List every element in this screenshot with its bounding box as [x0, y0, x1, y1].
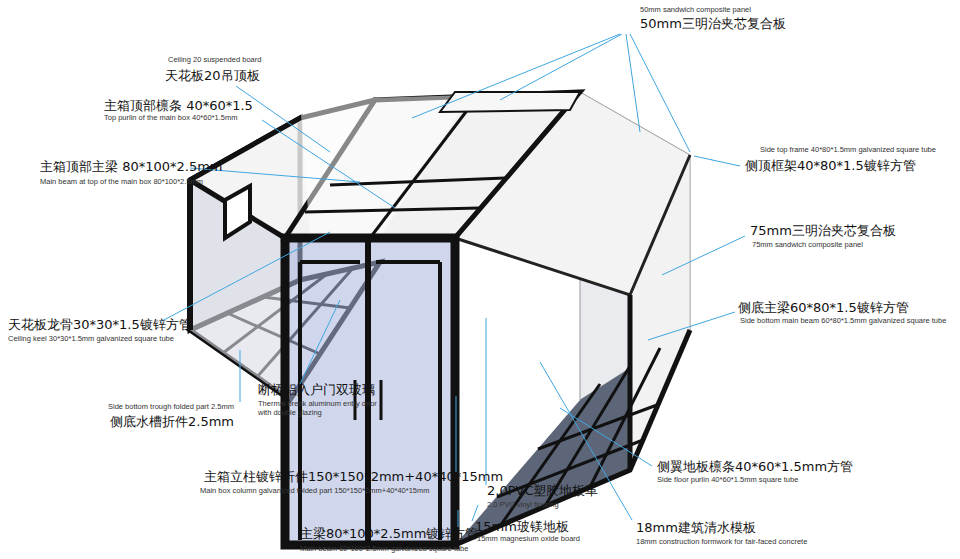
callout-label-en: 2.0 PVC vinyl flooring	[487, 501, 559, 510]
callout-label-en: Main beam 80*100*2.5mm galvanized square…	[300, 545, 468, 554]
callout-label: 侧顶框架40*80*1.5镀锌方管	[745, 159, 916, 174]
callout-label-en: Thermal break aluminum entry door with d…	[258, 400, 378, 417]
callout-label: 断桥铝入户门双玻璃	[258, 383, 375, 398]
callout-label-en: Main box column galvanized folded part 1…	[200, 487, 430, 496]
callout-label-en: 75mm sandwich composite panel	[752, 241, 863, 250]
callout-label-en: Top purlin of the main box 40*60*1.5mm	[104, 114, 237, 123]
callout-label: 2.0PVC塑胶地板革	[487, 484, 598, 499]
callout-label-en: 50mm sandwich composite panel	[640, 6, 751, 15]
callout-label: 75mm三明治夹芯复合板	[750, 224, 896, 239]
callout-label-en: Side bottom trough folded part 2.5mm	[108, 403, 234, 412]
callout-label: 侧翼地板檩条40*60*1.5mm方管	[657, 460, 853, 475]
callout-label: 侧底水槽折件2.5mm	[110, 415, 234, 430]
callout-label: 天花板龙骨30*30*1.5镀锌方管	[8, 318, 192, 333]
callout-label: 主箱顶部主梁 80*100*2.5mm	[40, 160, 223, 175]
callout-label: 主梁80*100*2.5mm镀锌方管	[300, 527, 478, 542]
callout-label-en: Main beam at top of the main box 80*100*…	[40, 178, 203, 187]
callout-label: 15mm玻镁地板	[475, 520, 569, 535]
callout-label-en: Ceiling keel 30*30*1.5mm galvanized squa…	[8, 335, 174, 344]
callout-label-en: Ceiling 20 suspended board	[168, 56, 261, 65]
callout-label: 50mm三明治夹芯复合板	[640, 17, 786, 32]
callout-label: 18mm建筑清水模板	[636, 521, 756, 536]
callout-label-en: 15mm magnesium oxide board	[477, 535, 580, 544]
callout-label-en: 18mm construction formwork for fair-face…	[636, 538, 807, 547]
callout-label: 主箱顶部檩条 40*60*1.5	[104, 99, 253, 114]
callout-label: 主箱立柱镀锌折件150*150*2mm+40*40*15mm	[204, 470, 503, 485]
callout-label-en: Side top frame 40*80*1.5mm galvanized sq…	[760, 146, 936, 155]
callout-label: 侧底主梁60*80*1.5镀锌方管	[738, 301, 909, 316]
callout-label-en: Side floor purlin 40*60*1.5mm square tub…	[657, 476, 798, 485]
callout-label: 天花板20吊顶板	[165, 69, 260, 84]
callout-label-en: Side bottom main beam 60*80*1.5mm galvan…	[740, 317, 946, 326]
